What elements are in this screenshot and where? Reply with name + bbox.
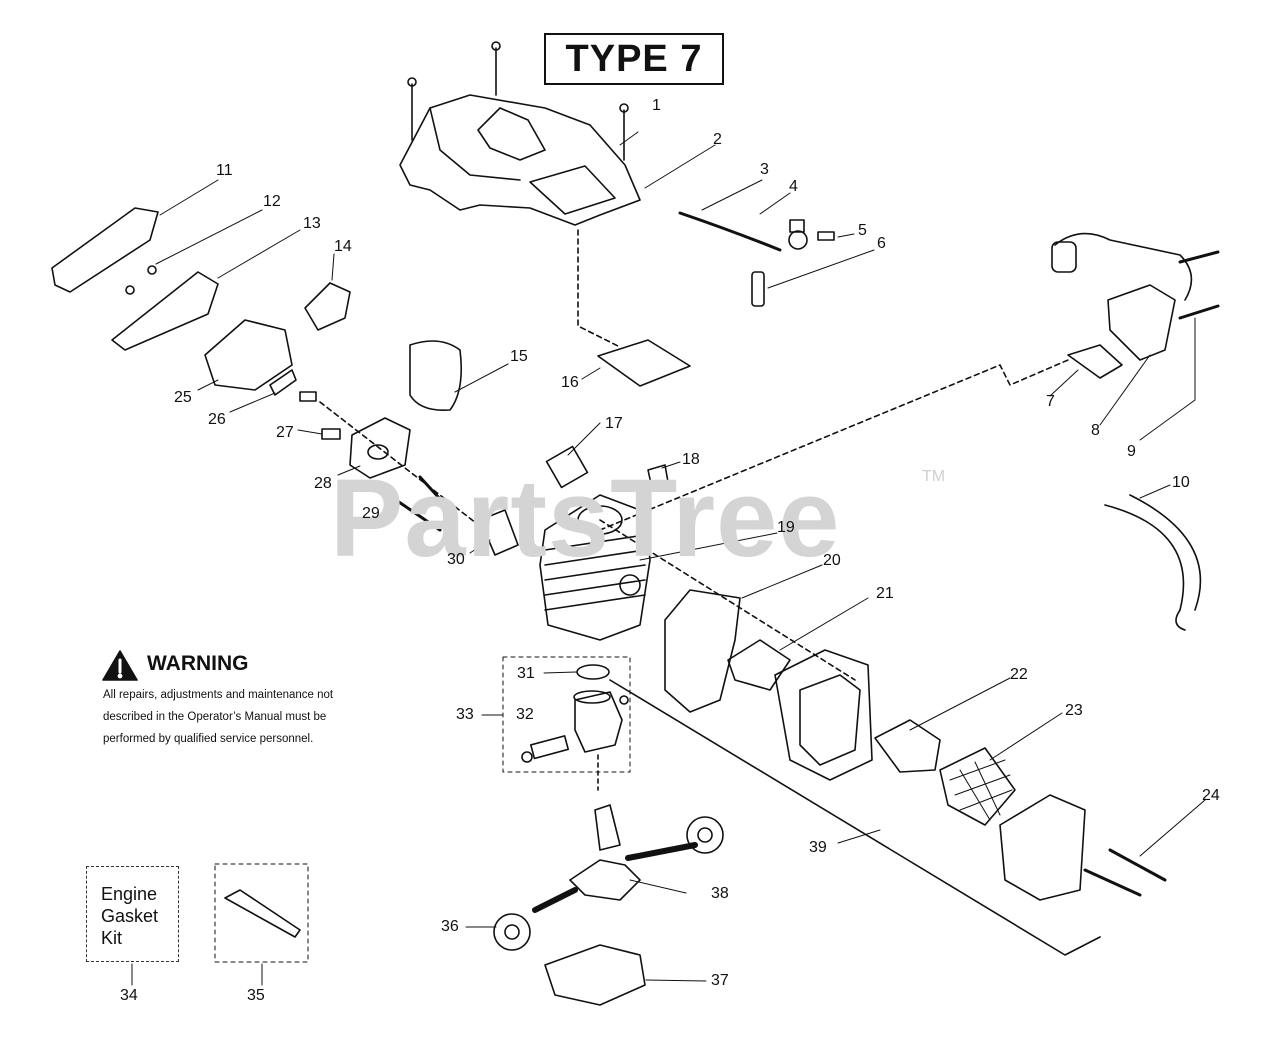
gasket-part (479, 509, 519, 556)
callout-38[interactable]: 38 (711, 885, 729, 902)
bracket-part (1067, 344, 1123, 379)
callout-7[interactable]: 7 (1046, 393, 1055, 410)
warning-line: All repairs, adjustments and maintenance… (103, 689, 334, 701)
callout-30[interactable]: 30 (447, 551, 465, 568)
bearing-part (686, 816, 724, 854)
callout-1[interactable]: 1 (652, 97, 661, 114)
muffler-gasket-part (727, 639, 791, 691)
spark-plug-part (545, 445, 589, 489)
callout-4[interactable]: 4 (789, 178, 798, 195)
callout-19[interactable]: 19 (777, 519, 795, 536)
spark-screen-part (939, 747, 1016, 826)
callout-12[interactable]: 12 (263, 193, 281, 210)
warning-text: All repairs, adjustments and maintenance… (103, 684, 403, 750)
muffler-part (774, 649, 873, 781)
screw-part (394, 498, 442, 532)
bolt-part (299, 391, 317, 402)
nut-part (125, 285, 135, 295)
plate-part (269, 369, 297, 396)
callout-17[interactable]: 17 (605, 415, 623, 432)
callout-8[interactable]: 8 (1091, 422, 1100, 439)
callout-5[interactable]: 5 (858, 222, 867, 239)
callout-31[interactable]: 31 (517, 665, 535, 682)
callout-35[interactable]: 35 (247, 987, 265, 1004)
type-label: TYPE 7 (544, 33, 724, 85)
air-filter-part (111, 271, 219, 351)
callout-16[interactable]: 16 (561, 374, 579, 391)
bolt-part (1108, 848, 1167, 882)
piston-ring-part (576, 664, 610, 680)
callout-26[interactable]: 26 (208, 411, 226, 428)
cylinder-part (539, 494, 651, 641)
piston-pin-part (530, 735, 570, 760)
ignition-module-part (1051, 232, 1220, 361)
kit-line: Engine (101, 884, 158, 904)
callout-9[interactable]: 9 (1127, 443, 1136, 460)
callout-21[interactable]: 21 (876, 585, 894, 602)
callout-20[interactable]: 20 (823, 552, 841, 569)
callout-11[interactable]: 11 (216, 162, 233, 179)
warning-notice: WARNING All repairs, adjustments and mai… (103, 652, 403, 750)
crankshaft-part (532, 804, 698, 913)
intake-boot-part (304, 282, 351, 331)
deflector-part (874, 719, 941, 773)
callout-14[interactable]: 14 (334, 238, 352, 255)
wire-part (1104, 504, 1186, 631)
callout-23[interactable]: 23 (1065, 702, 1083, 719)
leader-line (609, 679, 1101, 956)
callout-36[interactable]: 36 (441, 918, 459, 935)
callout-39[interactable]: 39 (809, 839, 827, 856)
callout-2[interactable]: 2 (713, 131, 722, 148)
spark-plug-boot-part (647, 464, 669, 489)
nut-part (147, 265, 157, 275)
callout-10[interactable]: 10 (1172, 474, 1190, 491)
bolt-part (321, 428, 341, 440)
gasket-part (409, 340, 463, 412)
valve-part (788, 219, 808, 250)
bolt-part (1083, 868, 1142, 897)
kit-line: Kit (101, 928, 123, 948)
callout-25[interactable]: 25 (174, 389, 192, 406)
callout-37[interactable]: 37 (711, 972, 729, 989)
callout-3[interactable]: 3 (760, 161, 769, 178)
insulator-part (349, 417, 411, 479)
kit-line: Gasket (101, 906, 159, 926)
muffler-cover-part (999, 794, 1086, 901)
crankcase-part (544, 944, 646, 1006)
screw-part (817, 231, 835, 241)
tool-part (224, 889, 301, 938)
callout-18[interactable]: 18 (682, 451, 700, 468)
warning-line: described in the Operator’s Manual must … (103, 711, 327, 723)
callout-28[interactable]: 28 (314, 475, 332, 492)
callout-15[interactable]: 15 (510, 348, 528, 365)
cylinder-cover-part (399, 94, 641, 226)
callout-33[interactable]: 33 (456, 706, 474, 723)
piston-part (573, 690, 623, 753)
bearing-part (493, 913, 531, 951)
fuel-filter-part (751, 271, 765, 307)
bolt-part (407, 41, 629, 161)
callout-32[interactable]: 32 (516, 706, 534, 723)
air-filter-cover-part (51, 207, 159, 293)
callout-6[interactable]: 6 (877, 235, 886, 252)
fuel-hose-part (678, 211, 782, 252)
warning-title: WARNING (147, 652, 249, 675)
callout-22[interactable]: 22 (1010, 666, 1028, 683)
carburetor-part (204, 319, 293, 391)
callout-27[interactable]: 27 (276, 424, 294, 441)
watermark-trademark: TM (922, 468, 946, 485)
heat-shield-part (664, 589, 741, 713)
warning-line: performed by qualified service personnel… (103, 733, 314, 745)
callout-34[interactable]: 34 (120, 987, 138, 1004)
engine-gasket-kit-box: Engine Gasket Kit (86, 866, 179, 962)
callout-13[interactable]: 13 (303, 215, 321, 232)
callout-24[interactable]: 24 (1202, 787, 1220, 804)
callout-29[interactable]: 29 (362, 505, 380, 522)
watermark: PartsTree (330, 457, 841, 580)
decal-part (597, 339, 691, 387)
